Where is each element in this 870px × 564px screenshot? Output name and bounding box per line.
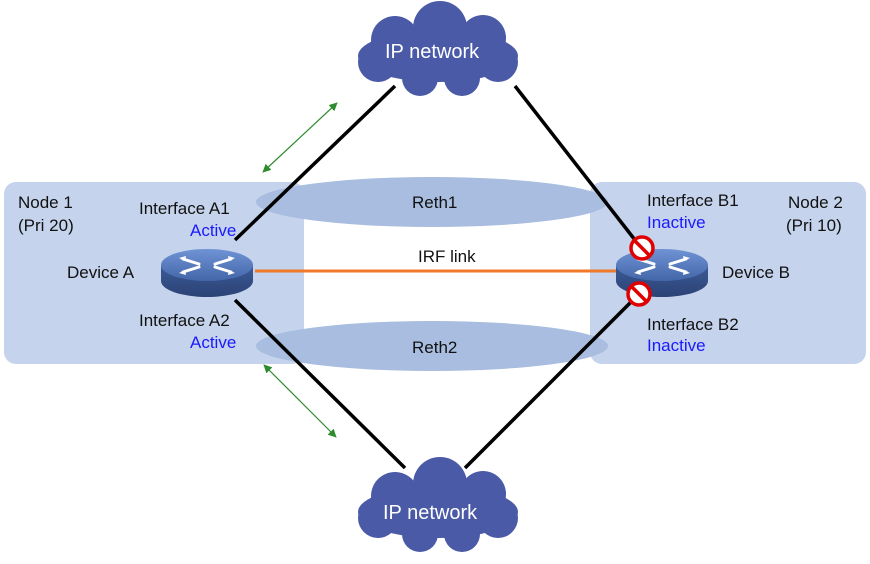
interface-a1-name: Interface A1 [139,199,230,218]
cloud-icon [358,457,518,552]
reth2-label: Reth2 [412,338,457,357]
node1-panel [4,182,304,364]
interface-a2-name: Interface A2 [139,311,230,330]
device-b-label: Device B [722,263,790,282]
double-arrow-icon [262,102,338,173]
blocked-icon [626,281,652,307]
node2-priority: (Pri 10) [786,216,842,235]
top-cloud: IP network [358,1,518,96]
node2-panel [590,182,866,364]
cloud-icon [358,1,518,96]
node1-name: Node 1 [18,193,73,212]
blocked-icon [629,235,655,261]
bottom-cloud: IP network [358,457,518,552]
interface-a1-status: Active [190,221,236,240]
interface-b1-status: Inactive [647,213,706,232]
irf-link-label: IRF link [418,247,476,266]
device-a [161,249,253,297]
interface-a2-status: Active [190,333,236,352]
link-b2-bottom-cloud [463,296,637,470]
router-icon [161,249,253,297]
reth1-label: Reth1 [412,193,457,212]
reth2-ellipse [256,321,608,371]
bottom-cloud-label: IP network [383,502,478,524]
reth1-ellipse [256,177,608,227]
node1-priority: (Pri 20) [18,216,74,235]
interface-b1-name: Interface B1 [647,191,739,210]
node2-name: Node 2 [788,193,843,212]
interface-b2-name: Interface B2 [647,315,739,334]
double-arrow-icon [263,364,337,438]
link-b1-top-cloud [513,84,637,242]
top-cloud-label: IP network [385,41,480,63]
device-a-label: Device A [67,263,135,282]
interface-b2-status: Inactive [647,336,706,355]
